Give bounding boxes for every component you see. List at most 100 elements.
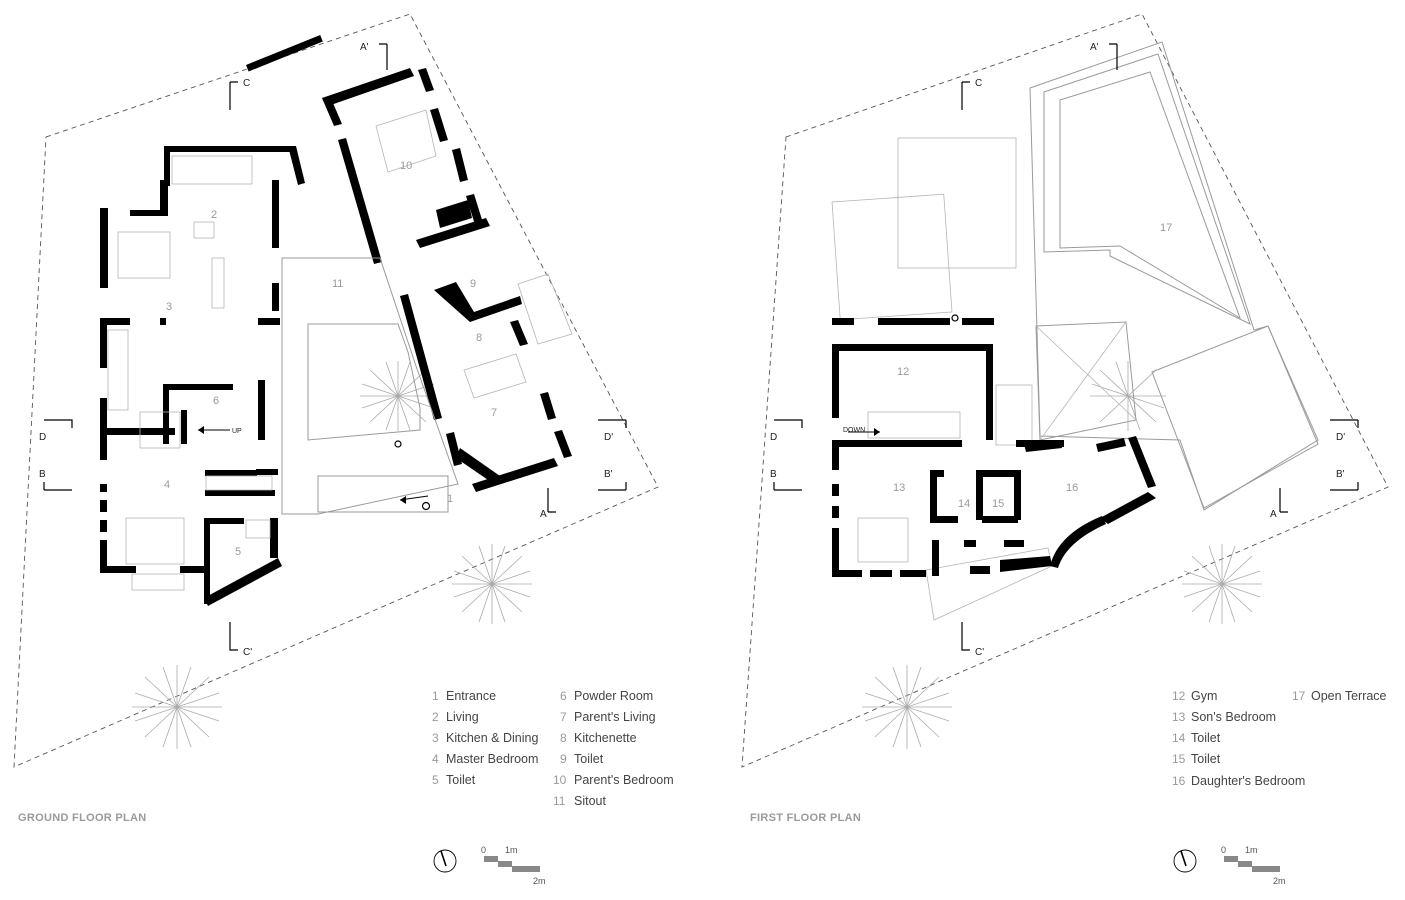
stair-label: DOWN xyxy=(843,427,865,434)
ground-room-numbers: 1 2 3 4 5 6 7 8 9 10 11 xyxy=(164,160,497,558)
scale-bar-icon xyxy=(1224,856,1280,872)
north-arrow-icon xyxy=(433,849,457,873)
legend-label: Parent's Bedroom xyxy=(574,773,674,787)
legend-number: 9 xyxy=(560,752,567,766)
legend-label: Son's Bedroom xyxy=(1191,710,1276,724)
ground-thin-lines xyxy=(107,109,573,591)
legend-number: 4 xyxy=(432,752,439,766)
legend-number: 3 xyxy=(432,731,439,745)
palm-tree-icon xyxy=(1090,361,1166,431)
legend-label: Powder Room xyxy=(574,689,653,703)
first-floor-plan: DOWN 12 13 14 15 16 17 C C' A' A D B D' … xyxy=(741,13,1389,886)
legend-label: Open Terrace xyxy=(1311,689,1387,703)
scale-label: 1m xyxy=(1245,845,1258,855)
legend-number: 17 xyxy=(1292,689,1306,703)
legend-label: Toilet xyxy=(1191,731,1221,745)
palm-tree-icon xyxy=(452,544,532,624)
room-number: 6 xyxy=(213,395,219,407)
section-label: C' xyxy=(975,647,984,658)
section-label: A xyxy=(540,509,547,520)
section-label: A xyxy=(1270,509,1277,520)
room-number: 4 xyxy=(164,479,170,491)
legend-label: Kitchenette xyxy=(574,731,637,745)
legend-label: Entrance xyxy=(446,689,496,703)
scale-label: 2m xyxy=(1273,876,1286,886)
room-number: 2 xyxy=(211,209,217,221)
section-label: D' xyxy=(604,432,613,443)
legend-label: Living xyxy=(446,710,479,724)
first-legend: 12 Gym 13 Son's Bedroom 14 Toilet 15 Toi… xyxy=(1172,689,1387,788)
palm-tree-icon xyxy=(360,361,436,431)
scale-bar-icon xyxy=(484,856,540,872)
room-number: 15 xyxy=(992,498,1004,510)
legend-label: Toilet xyxy=(574,752,604,766)
section-label: B' xyxy=(1336,469,1345,480)
first-thin-lines xyxy=(831,41,1319,621)
palm-tree-icon xyxy=(862,665,952,749)
north-arrow-icon xyxy=(1173,849,1197,873)
room-number: 3 xyxy=(166,301,172,313)
legend-number: 16 xyxy=(1172,774,1186,788)
legend-number: 10 xyxy=(553,773,567,787)
legend-label: Parent's Living xyxy=(574,710,656,724)
section-label: B xyxy=(770,469,777,480)
site-boundary xyxy=(741,13,1389,768)
legend-label: Toilet xyxy=(446,773,476,787)
room-number: 17 xyxy=(1160,222,1172,234)
section-label: A' xyxy=(1090,42,1099,53)
legend-number: 7 xyxy=(560,710,567,724)
scale-label: 2m xyxy=(533,876,546,886)
room-number: 9 xyxy=(470,278,476,290)
plan-title: FIRST FLOOR PLAN xyxy=(750,812,861,824)
ground-walls xyxy=(100,35,323,606)
first-section-markers: C C' A' A D B D' B' xyxy=(770,42,1359,658)
first-walls xyxy=(832,318,1156,577)
section-label: D xyxy=(770,432,777,443)
legend-number: 6 xyxy=(560,689,567,703)
legend-label: Master Bedroom xyxy=(446,752,538,766)
ground-section-markers: C C' A' A D B D' B' xyxy=(39,42,627,658)
room-number: 16 xyxy=(1066,482,1078,494)
scale-label: 0 xyxy=(481,845,486,855)
section-label: D xyxy=(39,432,46,443)
legend-number: 12 xyxy=(1172,689,1186,703)
ground-floor-plan: UP 1 2 3 4 5 6 7 8 9 10 11 C C' A' A D xyxy=(13,13,674,886)
room-number: 13 xyxy=(893,482,905,494)
section-label: C xyxy=(243,78,250,89)
section-label: C' xyxy=(243,647,252,658)
legend-number: 8 xyxy=(560,731,567,745)
room-number: 7 xyxy=(491,407,497,419)
section-label: A' xyxy=(360,42,369,53)
legend-label: Gym xyxy=(1191,689,1217,703)
room-number: 1 xyxy=(447,493,453,505)
site-boundary xyxy=(13,13,659,768)
room-number: 10 xyxy=(400,160,412,172)
scale-label: 0 xyxy=(1221,845,1226,855)
plan-title: GROUND FLOOR PLAN xyxy=(18,812,147,824)
room-number: 8 xyxy=(476,332,482,344)
legend-number: 5 xyxy=(432,773,439,787)
first-room-numbers: 12 13 14 15 16 17 xyxy=(893,222,1172,510)
legend-label: Daughter's Bedroom xyxy=(1191,774,1305,788)
room-number: 14 xyxy=(958,498,970,510)
section-label: D' xyxy=(1336,432,1345,443)
section-label: B xyxy=(39,469,46,480)
legend-label: Kitchen & Dining xyxy=(446,731,538,745)
section-label: B' xyxy=(604,469,613,480)
stair-label: UP xyxy=(232,428,242,435)
parents-wing-walls xyxy=(322,68,572,492)
legend-number: 13 xyxy=(1172,710,1186,724)
ground-legend: 1 Entrance 2 Living 3 Kitchen & Dining 4… xyxy=(432,689,674,808)
scale-label: 1m xyxy=(505,845,518,855)
section-label: C xyxy=(975,78,982,89)
legend-label: Sitout xyxy=(574,794,606,808)
room-number: 5 xyxy=(235,546,241,558)
legend-number: 1 xyxy=(432,689,439,703)
room-number: 11 xyxy=(332,278,343,290)
palm-tree-icon xyxy=(1182,544,1262,624)
legend-label: Toilet xyxy=(1191,752,1221,766)
legend-number: 2 xyxy=(432,710,439,724)
legend-number: 14 xyxy=(1172,731,1186,745)
legend-number: 11 xyxy=(553,794,566,808)
